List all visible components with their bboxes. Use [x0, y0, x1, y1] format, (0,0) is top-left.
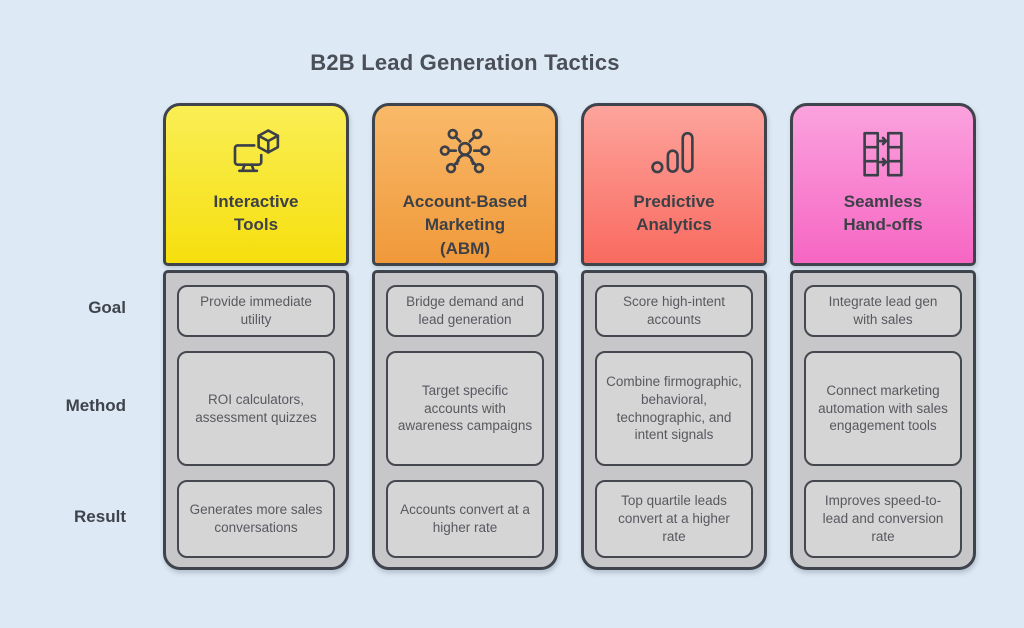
method-cell: Connect marketing automation with sales … — [804, 351, 962, 466]
column-header: Predictive Analytics — [581, 103, 767, 266]
row-label-method: Method — [65, 396, 126, 415]
goal-cell: Provide immediate utility — [177, 285, 335, 337]
goal-cell: Bridge demand and lead generation — [386, 285, 544, 337]
column-title: Interactive Tools — [213, 192, 299, 235]
column-title: Account-Based Marketing (ABM) — [402, 192, 528, 258]
bar-chart-icon — [651, 131, 694, 174]
method-cell: Combine firmographic, behavioral, techno… — [595, 351, 753, 466]
page-title: B2B Lead Generation Tactics — [310, 50, 620, 75]
column-predictive-analytics: Predictive Analytics Score high-intent a… — [581, 103, 767, 570]
column-body: Bridge demand and lead generation Target… — [372, 270, 558, 570]
column-title: Predictive Analytics — [633, 192, 715, 235]
column-body: Provide immediate utility ROI calculator… — [163, 270, 349, 570]
column-header: Seamless Hand-offs — [790, 103, 976, 266]
result-cell: Accounts convert at a higher rate — [386, 480, 544, 558]
handoff-arrows-icon — [863, 131, 903, 177]
column-header: Interactive Tools — [163, 103, 349, 266]
monitor-cube-icon — [233, 129, 280, 173]
row-label-goal: Goal — [88, 298, 126, 317]
column-header: Account-Based Marketing (ABM) — [372, 103, 558, 266]
network-people-icon — [439, 128, 491, 174]
result-cell: Generates more sales conversations — [177, 480, 335, 558]
result-cell: Top quartile leads convert at a higher r… — [595, 480, 753, 558]
method-cell: ROI calculators, assessment quizzes — [177, 351, 335, 466]
method-cell: Target specific accounts with awareness … — [386, 351, 544, 466]
column-seamless-handoffs: Seamless Hand-offs Integrate lead gen wi… — [790, 103, 976, 570]
column-body: Score high-intent accounts Combine firmo… — [581, 270, 767, 570]
goal-cell: Score high-intent accounts — [595, 285, 753, 337]
column-abm: Account-Based Marketing (ABM) Bridge dem… — [372, 103, 558, 570]
column-body: Integrate lead gen with sales Connect ma… — [790, 270, 976, 570]
row-label-result: Result — [74, 507, 126, 526]
column-interactive-tools: Interactive Tools Provide immediate util… — [163, 103, 349, 570]
column-title: Seamless Hand-offs — [843, 192, 923, 235]
result-cell: Improves speed-to-lead and conversion ra… — [804, 480, 962, 558]
goal-cell: Integrate lead gen with sales — [804, 285, 962, 337]
